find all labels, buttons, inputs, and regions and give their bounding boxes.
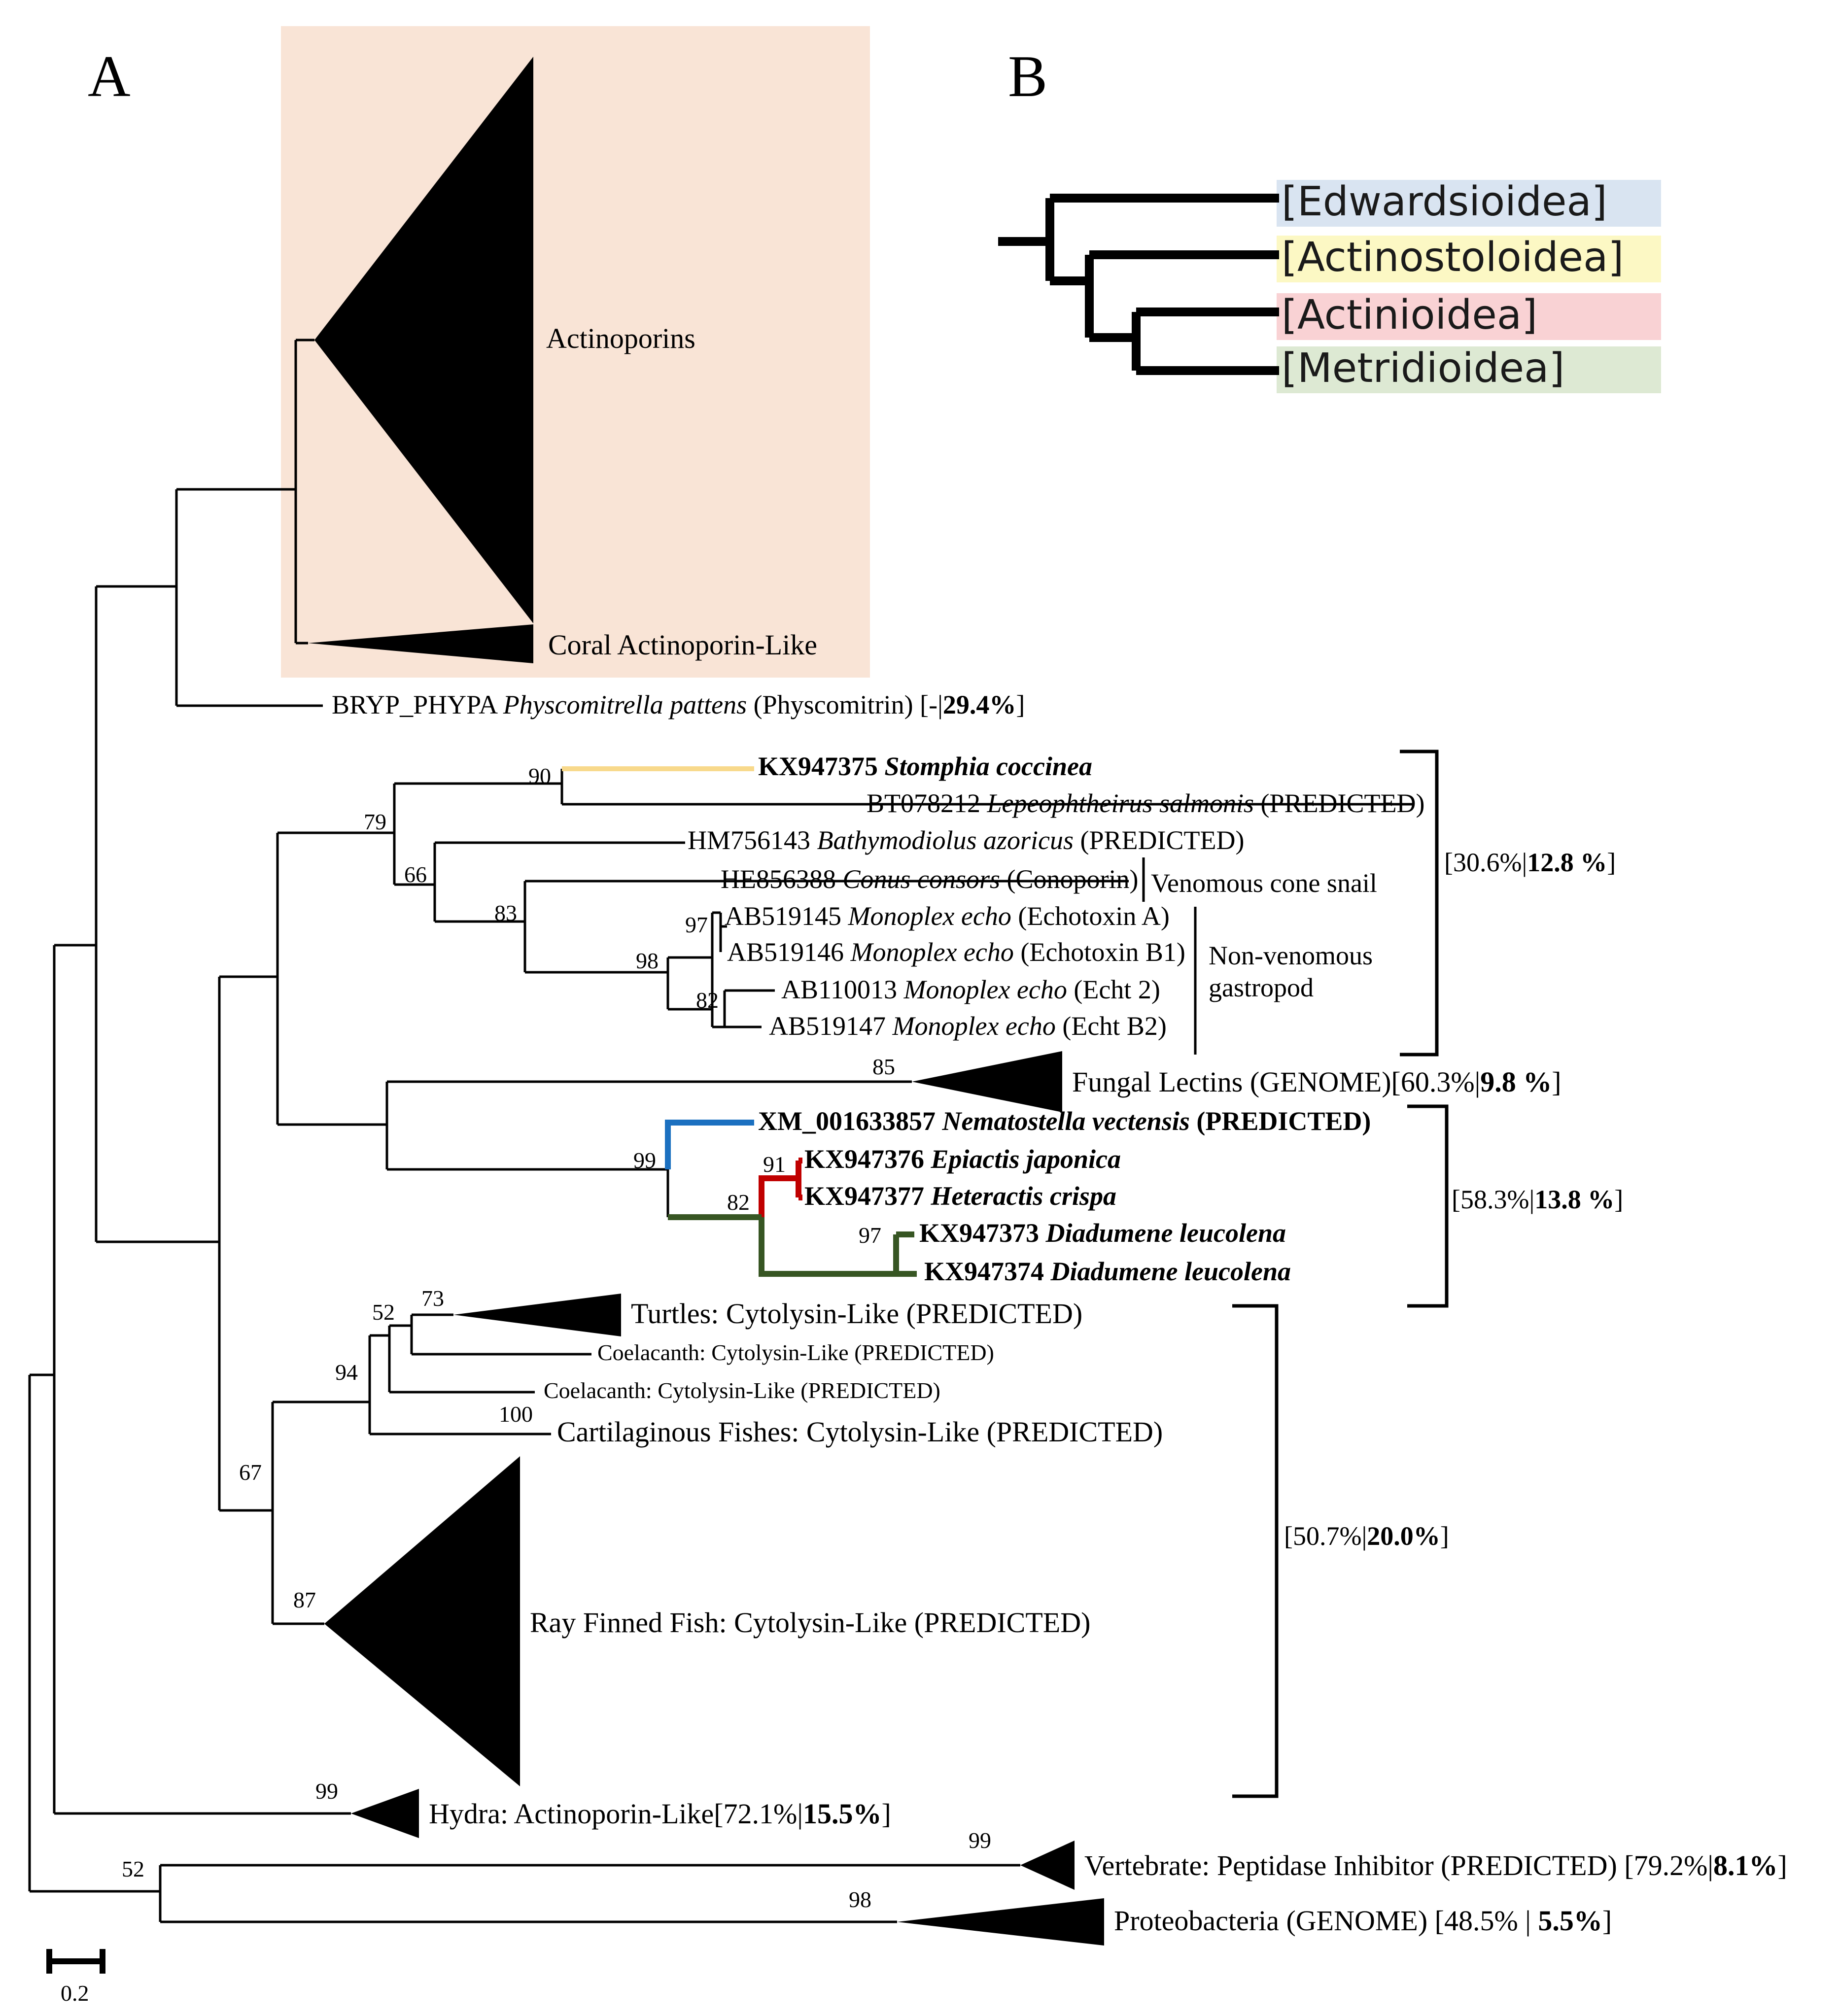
label-xm001633857: XM_001633857 Nematostella vectensis (PRE… bbox=[758, 1106, 1371, 1136]
clade-bg-metridioidea bbox=[1277, 346, 1661, 393]
bootstrap-value: 97 bbox=[859, 1223, 881, 1248]
label-kx947376: KX947376 Epiactis japonica bbox=[804, 1144, 1121, 1174]
triangle-vertebrate bbox=[1020, 1841, 1075, 1890]
bootstrap-value: 82 bbox=[727, 1190, 750, 1215]
bootstrap-value: 79 bbox=[364, 809, 386, 834]
label-ab519145: AB519145 Monoplex echo (Echotoxin A) bbox=[725, 901, 1170, 931]
note-venomous: Venomous cone snail bbox=[1151, 868, 1377, 898]
bootstrap-value: 98 bbox=[849, 1887, 871, 1912]
bootstrap-value: 99 bbox=[633, 1148, 656, 1173]
label-he856388: HE856388 Conus consors (Conoporin) bbox=[721, 864, 1139, 894]
label-kx947374: KX947374 Diadumene leucolena bbox=[924, 1257, 1291, 1286]
branch-diadumene bbox=[668, 1214, 917, 1277]
label-ab519147: AB519147 Monoplex echo (Echt B2) bbox=[769, 1011, 1167, 1041]
bootstrap-value: 90 bbox=[528, 763, 551, 788]
bootstrap-value: 99 bbox=[315, 1778, 338, 1804]
label-bt078212: BT078212 Lepeophtheirus salmonis (PREDIC… bbox=[867, 788, 1425, 818]
scale-label: 0.2 bbox=[61, 1981, 89, 2006]
group1-percent: [30.6%|12.8 %] bbox=[1444, 848, 1616, 877]
label-vertebrate: Vertebrate: Peptidase Inhibitor (PREDICT… bbox=[1084, 1849, 1787, 1881]
clade-metridioidea: [Metridioidea] bbox=[1282, 345, 1564, 392]
panel-b-cladogram: [Edwardsioidea] [Actinostoloidea] [Actin… bbox=[998, 178, 1661, 393]
label-coelacanth-2: Coelacanth: Cytolysin-Like (PREDICTED) bbox=[544, 1378, 940, 1403]
label-hydra: Hydra: Actinoporin-Like[72.1%|15.5%] bbox=[429, 1798, 891, 1830]
bootstrap-value: 66 bbox=[404, 862, 427, 887]
label-rayfinned: Ray Finned Fish: Cytolysin-Like (PREDICT… bbox=[530, 1606, 1090, 1639]
clade-bg-edwardsioidea bbox=[1277, 180, 1661, 227]
triangle-hydra bbox=[351, 1789, 419, 1838]
triangle-coral bbox=[308, 624, 533, 663]
label-bryp: BRYP_PHYPA Physcomitrella pattens (Physc… bbox=[332, 690, 1025, 719]
bootstrap-value: 85 bbox=[872, 1054, 895, 1079]
bootstrap-values: 90 79 66 83 97 98 82 85 99 91 82 97 73 5… bbox=[122, 763, 991, 1912]
bootstrap-value: 100 bbox=[499, 1401, 533, 1427]
label-actinoporins: Actinoporins bbox=[546, 322, 695, 354]
clade-bg-actinioidea bbox=[1277, 293, 1661, 340]
label-coelacanth-1: Coelacanth: Cytolysin-Like (PREDICTED) bbox=[597, 1340, 994, 1365]
bootstrap-value: 52 bbox=[122, 1856, 144, 1881]
clade-bg-actinostoloidea bbox=[1277, 236, 1661, 282]
triangle-proteobacteria bbox=[897, 1898, 1104, 1946]
panel-label-a: A bbox=[88, 43, 131, 109]
bootstrap-value: 97 bbox=[685, 912, 708, 937]
collapsed-clades bbox=[308, 57, 1104, 1946]
label-turtles: Turtles: Cytolysin-Like (PREDICTED) bbox=[631, 1298, 1082, 1330]
bootstrap-value: 98 bbox=[636, 948, 659, 973]
bootstrap-value: 67 bbox=[239, 1460, 262, 1485]
group3-percent: [50.7%|20.0%] bbox=[1284, 1521, 1449, 1551]
clade-edwardsioidea: [Edwardsioidea] bbox=[1282, 178, 1607, 225]
note-nonvenomous-1: Non-venomous bbox=[1209, 941, 1373, 970]
clade-actinioidea: [Actinioidea] bbox=[1282, 292, 1537, 339]
branch-nematostella bbox=[665, 1120, 754, 1169]
triangle-actinoporins bbox=[314, 57, 533, 623]
bootstrap-value: 83 bbox=[494, 900, 517, 925]
label-fungal: Fungal Lectins (GENOME)[60.3%|9.8 %] bbox=[1072, 1066, 1561, 1098]
note-nonvenomous-2: gastropod bbox=[1209, 973, 1314, 1002]
label-coral: Coral Actinoporin-Like bbox=[548, 629, 817, 661]
bootstrap-value: 73 bbox=[421, 1286, 444, 1311]
branch-actinioidea bbox=[759, 1158, 802, 1217]
bootstrap-value: 87 bbox=[293, 1587, 316, 1612]
group-brackets bbox=[1142, 750, 1449, 1798]
label-kx947375: KX947375 Stomphia coccinea bbox=[758, 752, 1092, 781]
tree-branches bbox=[28, 339, 1412, 1923]
group2-percent: [58.3%|13.8 %] bbox=[1452, 1185, 1623, 1214]
triangle-fungal bbox=[912, 1051, 1062, 1112]
label-proteobacteria: Proteobacteria (GENOME) [48.5% | 5.5%] bbox=[1114, 1905, 1612, 1937]
triangle-rayfinned bbox=[324, 1456, 520, 1786]
bootstrap-value: 91 bbox=[763, 1152, 786, 1177]
bootstrap-value: 52 bbox=[372, 1299, 395, 1325]
panel-label-b: B bbox=[1008, 43, 1047, 109]
label-ab519146: AB519146 Monoplex echo (Echotoxin B1) bbox=[727, 937, 1185, 967]
label-kx947377: KX947377 Heteractis crispa bbox=[804, 1181, 1116, 1211]
bootstrap-value: 82 bbox=[696, 988, 719, 1013]
scale-bar bbox=[46, 1949, 105, 1974]
label-cartilaginous: Cartilaginous Fishes: Cytolysin-Like (PR… bbox=[557, 1416, 1163, 1448]
triangle-turtles bbox=[453, 1294, 621, 1336]
clade-actinostoloidea: [Actinostoloidea] bbox=[1282, 234, 1624, 281]
label-ab110013: AB110013 Monoplex echo (Echt 2) bbox=[781, 975, 1160, 1004]
bootstrap-value: 94 bbox=[335, 1360, 358, 1385]
label-hm756143: HM756143 Bathymodiolus azoricus (PREDICT… bbox=[688, 825, 1244, 855]
bootstrap-value: 99 bbox=[969, 1828, 991, 1853]
label-kx947373: KX947373 Diadumene leucolena bbox=[919, 1218, 1286, 1248]
